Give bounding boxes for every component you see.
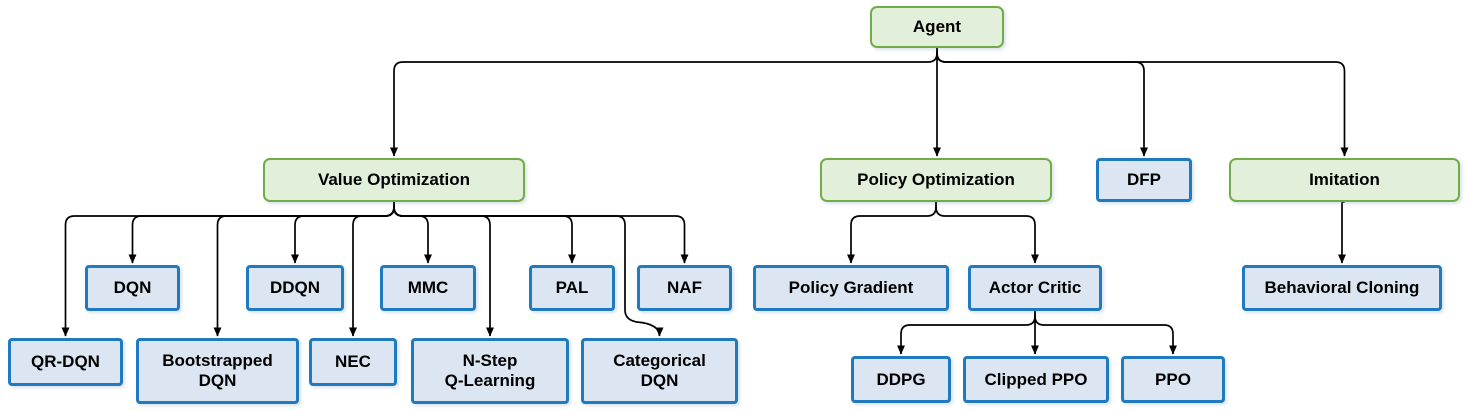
node-label-ppo: PPO	[1155, 369, 1191, 389]
node-actor_critic[interactable]: Actor Critic	[968, 265, 1102, 311]
node-label-naf: NAF	[667, 278, 702, 298]
edge-agent-to-dfp	[936, 48, 1148, 157]
node-label-bootstrapped_dqn: Bootstrapped DQN	[162, 351, 273, 390]
edge-value_optimization-to-dqn	[128, 202, 395, 264]
edge-actor_critic-to-ppo	[1034, 311, 1177, 355]
node-dfp[interactable]: DFP	[1096, 158, 1192, 202]
edge-policy_optimization-to-actor_critic	[935, 202, 1039, 264]
node-label-behavioral_cloning: Behavioral Cloning	[1264, 278, 1420, 298]
node-bootstrapped_dqn[interactable]: Bootstrapped DQN	[136, 338, 299, 404]
node-label-nec: NEC	[335, 352, 371, 372]
node-label-dqn: DQN	[113, 278, 152, 298]
node-mmc[interactable]: MMC	[380, 265, 476, 311]
node-nec[interactable]: NEC	[309, 338, 397, 386]
edge-actor_critic-to-ddpg	[897, 311, 1036, 355]
node-naf[interactable]: NAF	[637, 265, 732, 311]
node-label-actor_critic: Actor Critic	[988, 278, 1082, 298]
node-ppo[interactable]: PPO	[1121, 356, 1225, 403]
edge-value_optimization-to-mmc	[393, 202, 432, 264]
node-pal[interactable]: PAL	[529, 265, 615, 311]
edge-value_optimization-to-pal	[393, 202, 576, 264]
node-ddpg[interactable]: DDPG	[851, 356, 951, 403]
edge-agent-to-value_optimization	[390, 48, 938, 157]
node-n_step_q_learning[interactable]: N-Step Q-Learning	[411, 338, 569, 404]
node-clipped_ppo[interactable]: Clipped PPO	[963, 356, 1109, 403]
node-label-categorical_dqn: Categorical DQN	[613, 351, 706, 390]
node-qr_dqn[interactable]: QR-DQN	[8, 338, 123, 386]
node-policy_optimization[interactable]: Policy Optimization	[820, 158, 1052, 202]
node-label-value_optimization: Value Optimization	[317, 170, 471, 190]
edge-value_optimization-to-ddqn	[291, 202, 395, 264]
node-label-pal: PAL	[555, 278, 589, 298]
edge-value_optimization-to-naf	[393, 202, 689, 264]
node-label-n_step_q_learning: N-Step Q-Learning	[444, 351, 536, 390]
node-agent[interactable]: Agent	[870, 6, 1004, 48]
node-ddqn[interactable]: DDQN	[246, 265, 344, 311]
edge-imitation-to-behavioral_cloning	[1338, 200, 1346, 264]
node-label-mmc: MMC	[407, 278, 449, 298]
node-label-policy_gradient: Policy Gradient	[788, 278, 914, 298]
node-value_optimization[interactable]: Value Optimization	[263, 158, 525, 202]
node-categorical_dqn[interactable]: Categorical DQN	[581, 338, 738, 404]
node-label-imitation: Imitation	[1309, 170, 1380, 190]
node-policy_gradient[interactable]: Policy Gradient	[753, 265, 949, 311]
node-dqn[interactable]: DQN	[85, 265, 180, 311]
node-label-agent: Agent	[912, 17, 962, 37]
edge-policy_optimization-to-policy_gradient	[847, 202, 937, 264]
edge-agent-to-imitation	[936, 48, 1349, 157]
node-label-policy_optimization: Policy Optimization	[857, 170, 1015, 190]
node-label-clipped_ppo: Clipped PPO	[984, 369, 1088, 389]
node-label-qr_dqn: QR-DQN	[31, 352, 100, 372]
node-behavioral_cloning[interactable]: Behavioral Cloning	[1242, 265, 1442, 311]
node-label-dfp: DFP	[1127, 170, 1161, 190]
node-label-ddpg: DDPG	[876, 369, 926, 389]
node-imitation[interactable]: Imitation	[1229, 158, 1460, 202]
node-label-ddqn: DDQN	[269, 278, 321, 298]
